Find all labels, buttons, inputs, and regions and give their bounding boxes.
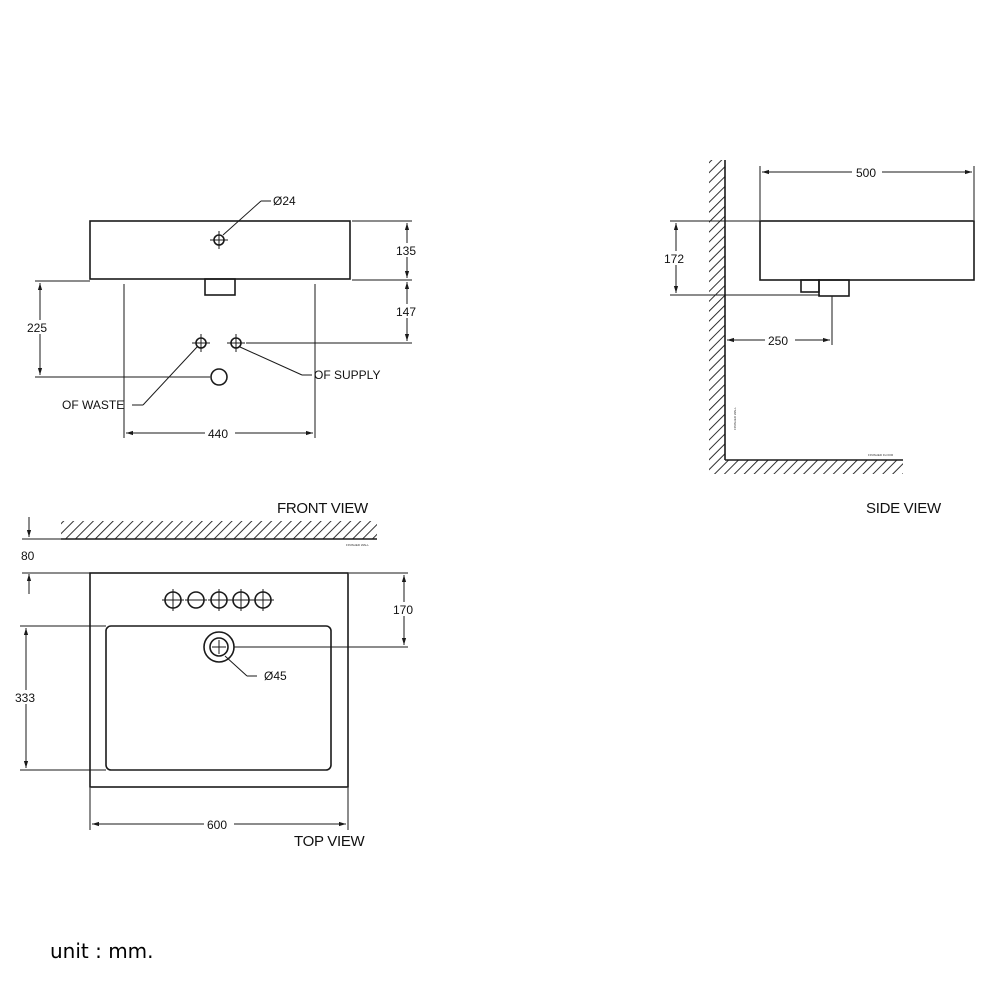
tap-hole-leader — [222, 200, 262, 236]
supply-height-dim: 147 — [396, 305, 416, 319]
tap-hole-3-icon — [208, 589, 230, 611]
supply-point-left-icon — [192, 334, 210, 352]
basin-height-dim: 135 — [396, 244, 416, 258]
tap-hole-dim: Ø24 — [273, 194, 296, 208]
top-view-title: TOP VIEW — [294, 833, 366, 850]
waste-point-icon — [210, 368, 228, 386]
top-wall-hatch — [61, 521, 377, 539]
waste-hole-dim: Ø45 — [264, 669, 287, 683]
side-view: FINISHED WALL FINISHED FLOOR 500 172 250… — [662, 160, 975, 517]
side-basin-body — [759, 220, 975, 281]
side-floor-hatch — [709, 460, 903, 474]
waste-height-dim: 225 — [27, 321, 47, 335]
top-view: FINISHED WALL 80 Ø45 — [14, 517, 417, 850]
side-waste-outlet — [800, 279, 820, 293]
supply-label: OF SUPPLY — [314, 368, 380, 382]
tap-hole-5-icon — [252, 589, 274, 611]
tap-hole-4-icon — [230, 589, 252, 611]
side-bracket — [818, 279, 850, 297]
top-basin-bowl — [105, 625, 332, 771]
back-to-waste-dim: 170 — [393, 603, 413, 617]
wall-gap-dim: 80 — [21, 549, 35, 563]
side-height-dim: 172 — [664, 252, 684, 266]
front-basin-body — [89, 220, 351, 280]
tap-hole-2-icon — [185, 591, 207, 609]
supply-point-right-icon — [227, 334, 245, 352]
side-view-title: SIDE VIEW — [866, 500, 942, 517]
bowl-depth-dim: 333 — [15, 691, 35, 705]
waste-hole-icon — [203, 631, 235, 663]
waste-hole-leader — [224, 655, 248, 677]
waste-label: OF WASTE — [62, 398, 124, 412]
supply-leader — [239, 346, 303, 376]
side-floor-label: FINISHED FLOOR — [868, 453, 894, 457]
side-wall-hatch — [709, 160, 725, 460]
waste-projection-dim: 250 — [768, 334, 788, 348]
tap-hole-icon — [210, 231, 228, 249]
front-view-title: FRONT VIEW — [277, 500, 369, 517]
units-note: unit : mm. — [50, 939, 154, 963]
front-view: Ø24 135 147 225 440 — [26, 194, 418, 517]
depth-dim: 500 — [856, 166, 876, 180]
tap-hole-1-icon — [162, 589, 184, 611]
tap-holes-row — [162, 589, 274, 611]
side-wall-label: FINISHED WALL — [733, 407, 737, 430]
bracket-span-dim: 440 — [208, 427, 228, 441]
width-dim: 600 — [207, 818, 227, 832]
waste-leader — [142, 346, 198, 406]
top-wall-label: FINISHED WALL — [346, 543, 369, 547]
top-basin-outer — [89, 572, 349, 788]
front-waste-outlet — [204, 278, 236, 296]
